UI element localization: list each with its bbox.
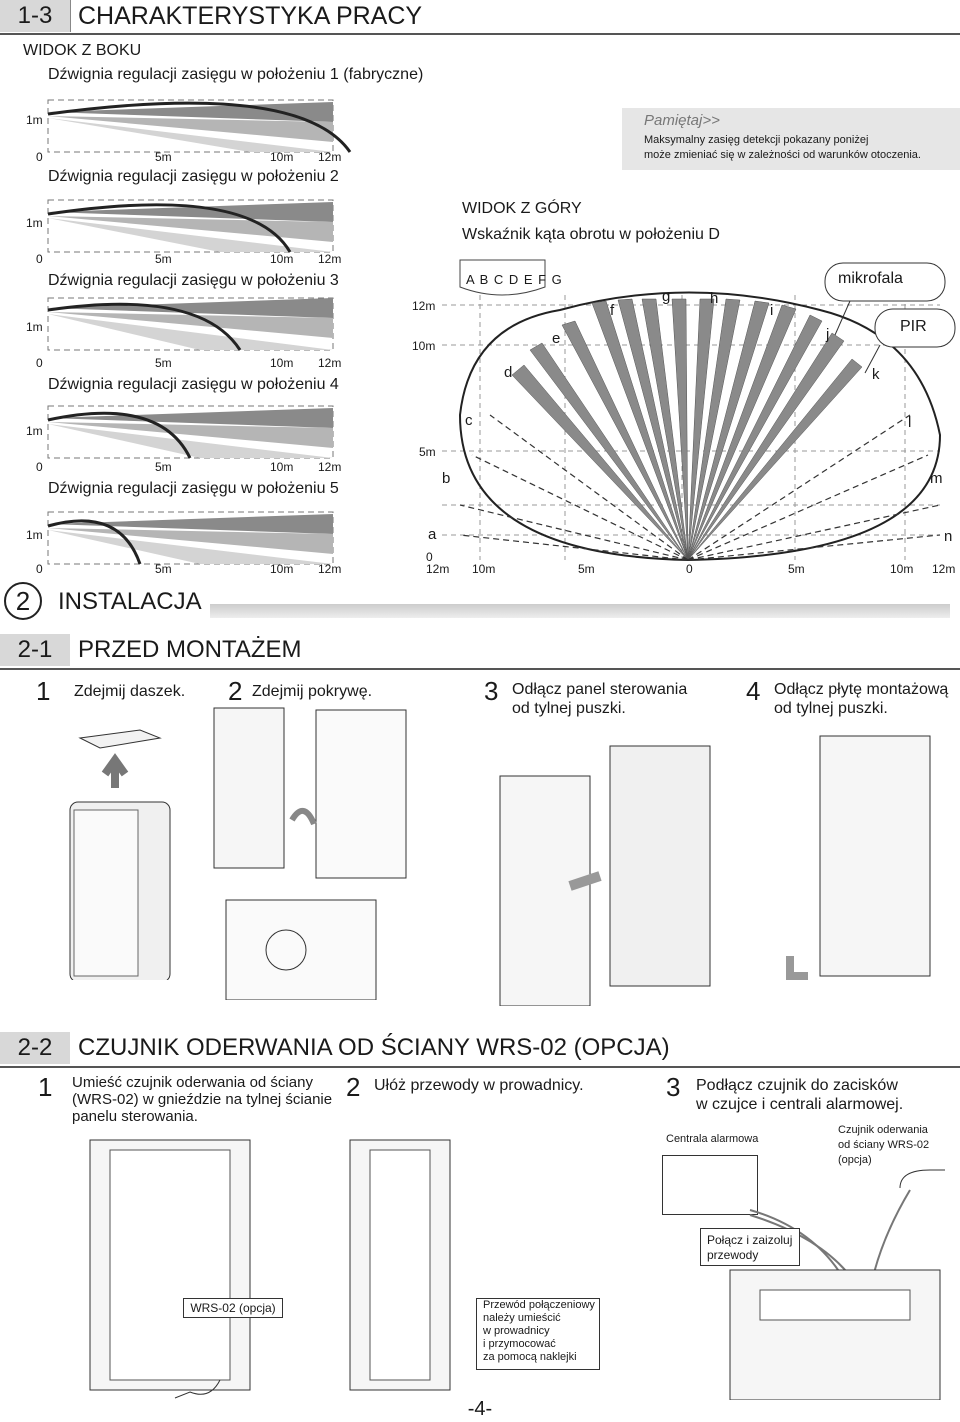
side-panel-1: [47, 99, 352, 153]
side-panel-2: [47, 199, 334, 253]
section-number: 1-3: [0, 0, 71, 32]
step-number: 1: [36, 676, 51, 706]
step-text: Umieść czujnik oderwania od ściany(WRS-0…: [72, 1074, 333, 1125]
side-view-title: WIDOK Z BOKU: [23, 42, 142, 59]
section-22-rule: [0, 1066, 960, 1068]
height-1m-label: 1m: [26, 216, 43, 230]
note-line-2: może zmieniać się w zależności od warunk…: [644, 149, 921, 161]
scale-row: 0 5m 10m 12m: [36, 562, 342, 576]
lever-label-2: Dźwignia regulacji zasięgu w położeniu 2: [48, 168, 339, 185]
lever-label-1: Dźwignia regulacji zasięgu w położeniu 1…: [48, 66, 424, 83]
cover-removal-illustration: [213, 707, 407, 1000]
top-view-title: WIDOK Z GÓRY: [462, 200, 582, 217]
section-21-title: PRZED MONTAŻEM: [78, 636, 302, 663]
y-label: 12m: [412, 299, 436, 313]
page-number: -4-: [467, 1398, 493, 1420]
zone-label: b: [442, 470, 451, 487]
zone-label: h: [710, 290, 719, 307]
lever-label-5: Dźwignia regulacji zasięgu w położeniu 5: [48, 480, 339, 497]
zone-label: g: [662, 288, 671, 305]
step-number: 1: [38, 1072, 53, 1102]
alarm-panel-box: [662, 1155, 758, 1215]
height-1m-label: 1m: [26, 424, 43, 438]
zone-label: e: [552, 330, 561, 347]
top-view-diagram: [442, 259, 956, 562]
scale-row: 0 5m 10m 12m: [36, 356, 342, 370]
step-number: 2: [228, 676, 243, 706]
zone-label: j: [826, 326, 830, 343]
scale-row: 0 5m 10m 12m: [36, 150, 342, 164]
section-22-title: CZUJNIK ODERWANIA OD ŚCIANY WRS-02 (OPCJ…: [78, 1034, 670, 1061]
side-view-diagrams: [47, 99, 352, 565]
zone-label: c: [465, 412, 473, 429]
section-21-rule: [0, 668, 960, 670]
pir-label: PIR: [900, 318, 927, 335]
top-view-subtitle: Wskaźnik kąta obrotu w położeniu D: [462, 226, 720, 243]
zone-label: l: [908, 414, 912, 431]
zone-label: k: [872, 366, 880, 383]
zone-label: d: [504, 364, 513, 381]
scale-row: 0 5m 10m 12m: [36, 460, 342, 474]
side-panel-3: [47, 297, 334, 351]
step-number: 4: [746, 676, 761, 706]
zone-label: a: [428, 526, 437, 543]
y-label: 5m: [419, 445, 436, 459]
step-number: 3: [666, 1072, 681, 1102]
wiring-illustration: [729, 1169, 945, 1400]
height-1m-label: 1m: [26, 113, 43, 127]
section-22-number: 2-2: [0, 1032, 70, 1064]
side-panel-4: [47, 405, 334, 459]
step-number: 2: [346, 1072, 361, 1102]
control-panel-illustration: [499, 745, 711, 1006]
section-2-number: 2: [4, 582, 42, 620]
step-text: Zdejmij daszek.: [74, 683, 186, 700]
header-rule: [0, 33, 960, 35]
mikrofala-label: mikrofala: [838, 270, 903, 287]
step-text: Ułóż przewody w prowadnicy.: [374, 1077, 584, 1094]
x-axis-labels: 12m 10m 5m 0 5m 10m 12m: [426, 562, 956, 576]
centrala-label: Centrala alarmowa: [666, 1133, 759, 1145]
lever-label-4: Dźwignia regulacji zasięgu w położeniu 4: [48, 376, 339, 393]
note-title: Pamiętaj>>: [644, 112, 720, 129]
note-box: Pamiętaj>> Maksymalny zasięg detekcji po…: [622, 108, 960, 170]
section-2-title: INSTALACJA: [58, 588, 202, 615]
note-line-1: Maksymalny zasięg detekcji pokazany poni…: [644, 134, 869, 146]
zone-label: i: [770, 302, 774, 319]
lever-label-3: Dźwignia regulacji zasięgu w położeniu 3: [48, 272, 339, 289]
cable-guide-illustration: [349, 1139, 451, 1391]
wrs-callout: WRS-02 (opcja): [183, 1298, 283, 1318]
y-label: 0: [426, 550, 433, 564]
angle-dial: A B C D E F G: [466, 272, 563, 287]
zone-label: m: [930, 470, 943, 487]
section-title: CHARAKTERYSTYKA PRACY: [78, 2, 423, 30]
scale-row: 0 5m 10m 12m: [36, 252, 342, 266]
step-text: Zdejmij pokrywę.: [252, 683, 373, 700]
height-1m-label: 1m: [26, 320, 43, 334]
mounting-plate-illustration: [786, 735, 931, 980]
section-21-number: 2-1: [0, 634, 70, 666]
height-1m-label: 1m: [26, 528, 43, 542]
step-number: 3: [484, 676, 499, 706]
zone-label: f: [610, 302, 615, 319]
y-label: 10m: [412, 339, 436, 353]
side-panel-5: [47, 511, 334, 565]
zone-label: n: [944, 528, 953, 545]
wrs-panel-illustration: [89, 1139, 251, 1399]
section-2-bar: [210, 604, 950, 618]
detector-illustration: [69, 729, 171, 980]
